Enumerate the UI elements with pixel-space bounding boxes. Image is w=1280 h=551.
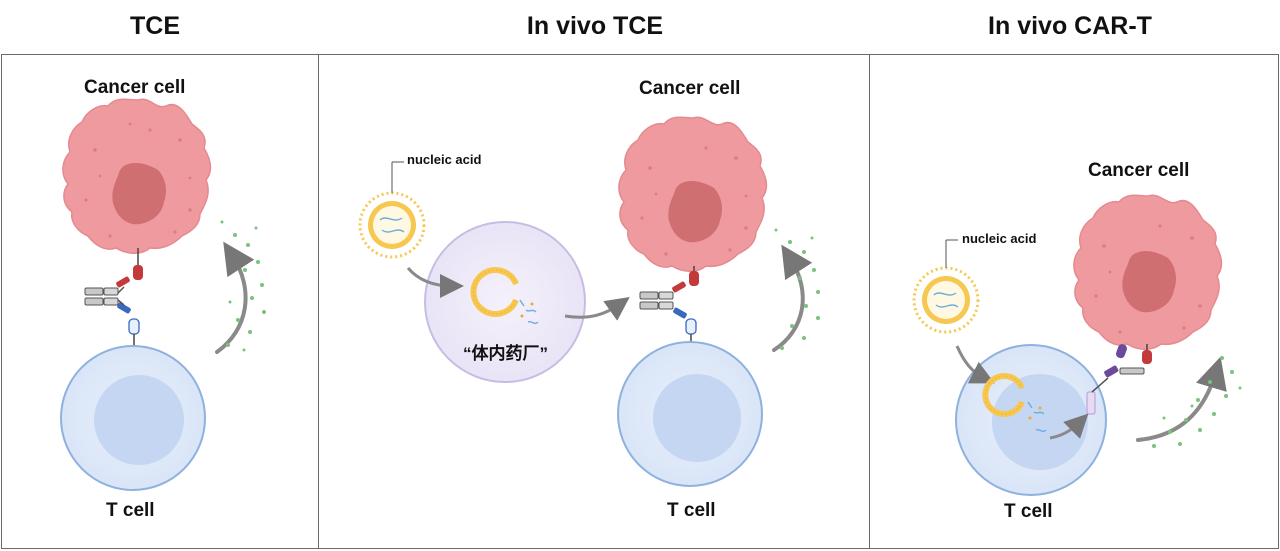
factory-cell [424, 221, 586, 383]
cancer-cell-3 [1073, 194, 1223, 350]
tumor-antigen-3 [1142, 350, 1152, 364]
cancer-cell-2 [618, 116, 768, 272]
cytokine-dots-3 [1152, 356, 1242, 448]
uptake-arrow-3 [955, 345, 995, 384]
lnp-particle-3 [912, 266, 980, 334]
uptake-arrow-2 [406, 266, 464, 298]
cytokine-arrow-2 [772, 244, 813, 352]
nucleic-acid-label-3: nucleic acid [962, 231, 1037, 246]
cytokine-arrow [215, 241, 255, 354]
cancer-cell-label-1: Cancer cell [84, 77, 186, 98]
column-title-in-vivo-car-t: In vivo CAR-T [988, 12, 1152, 40]
tce-antibody-2 [639, 281, 687, 319]
tumor-antigen-2 [689, 271, 699, 286]
lnp-inside-tcell [982, 373, 1047, 433]
lnp-inside-factory [470, 267, 539, 325]
t-cell-label-1: T cell [106, 500, 155, 521]
column-title-tce: TCE [130, 12, 180, 40]
car-receptor [1086, 365, 1145, 415]
cancer-cell-1 [62, 98, 212, 254]
cytokine-arrow-3 [1136, 356, 1227, 442]
tumor-antigen [133, 265, 143, 280]
secretion-arrow [564, 297, 630, 321]
factory-label: “体内药厂” [463, 344, 548, 363]
column-title-in-vivo-tce: In vivo TCE [526, 12, 664, 40]
cd3-receptor-2 [685, 318, 697, 335]
t-cell-1 [60, 345, 206, 491]
cd3-receptor [128, 318, 140, 335]
cancer-cell-label-3: Cancer cell [1088, 160, 1190, 181]
cancer-cell-label-2: Cancer cell [639, 78, 741, 99]
nucleic-acid-label-2: nucleic acid [407, 152, 482, 167]
t-cell-3 [955, 344, 1107, 496]
t-cell-2 [617, 341, 763, 487]
tce-antibody-1 [84, 276, 131, 314]
t-cell-label-3: T cell [1004, 501, 1053, 522]
cytokine-dots-1 [220, 220, 266, 352]
expression-arrow [1049, 413, 1089, 440]
car-binder-a [1115, 344, 1127, 359]
lnp-particle-2 [358, 191, 426, 259]
panel-in-vivo-tce [318, 54, 871, 549]
t-cell-label-2: T cell [667, 500, 716, 521]
cytokine-dots-2 [774, 228, 820, 350]
